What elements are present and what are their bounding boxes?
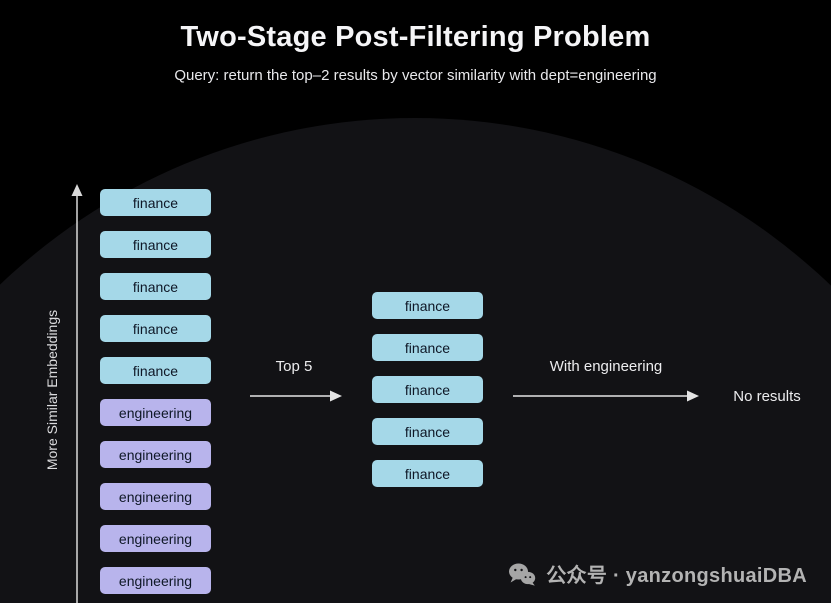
top5-results-column: finance finance finance finance finance xyxy=(372,292,483,487)
embedding-box-engineering: engineering xyxy=(100,399,211,426)
watermark-text: 公众号 · yanzongshuaiDBA xyxy=(546,565,807,587)
embedding-box-engineering: engineering xyxy=(100,483,211,510)
embedding-box-engineering: engineering xyxy=(100,525,211,552)
embedding-box-finance: finance xyxy=(100,189,211,216)
embedding-box-finance: finance xyxy=(372,460,483,487)
embedding-box-engineering: engineering xyxy=(100,441,211,468)
filter-arrow xyxy=(513,390,699,402)
embedding-box-finance: finance xyxy=(100,315,211,342)
watermark: 公众号 · yanzongshuaiDBA xyxy=(508,559,807,588)
embedding-box-finance: finance xyxy=(372,292,483,319)
embedding-box-finance: finance xyxy=(372,334,483,361)
no-results-label: No results xyxy=(733,388,801,405)
embedding-box-finance: finance xyxy=(100,231,211,258)
embedding-box-finance: finance xyxy=(100,273,211,300)
embedding-box-finance: finance xyxy=(100,357,211,384)
similarity-axis-arrow xyxy=(71,184,83,603)
filter-arrow-label: With engineering xyxy=(549,358,663,375)
embedding-box-engineering: engineering xyxy=(100,567,211,594)
diagram-title: Two-Stage Post-Filtering Problem xyxy=(180,21,651,53)
wechat-icon xyxy=(509,563,536,586)
top5-arrow xyxy=(250,390,342,402)
diagram-subtitle: Query: return the top–2 results by vecto… xyxy=(174,67,657,84)
similarity-axis-label: More Similar Embeddings xyxy=(44,309,60,471)
embedding-box-finance: finance xyxy=(372,418,483,445)
ranked-embeddings-column: finance finance finance finance finance engin… xyxy=(100,189,211,594)
top5-arrow-label: Top 5 xyxy=(275,358,313,375)
embedding-box-finance: finance xyxy=(372,376,483,403)
